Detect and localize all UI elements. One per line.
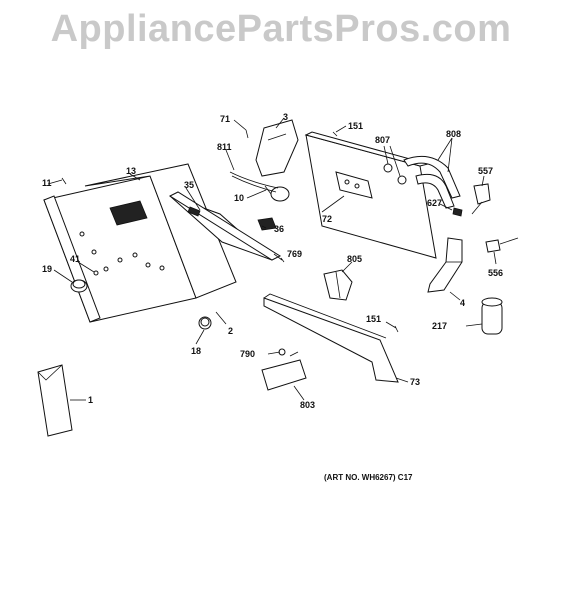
part-556-switch <box>485 237 519 253</box>
callout-769: 769 <box>287 249 302 259</box>
callout-18: 18 <box>191 346 201 356</box>
callout-151-b: 151 <box>366 314 381 324</box>
part-1-literature <box>37 364 73 437</box>
part-769-screw <box>280 257 285 263</box>
part-217-capacitor <box>481 297 503 335</box>
part-808-inlet-hoses <box>403 155 461 209</box>
callout-808: 808 <box>446 129 461 139</box>
part-3-bracket <box>255 119 299 177</box>
callout-73: 73 <box>410 377 420 387</box>
callout-35: 35 <box>184 180 194 190</box>
callout-1: 1 <box>88 395 93 405</box>
callout-13: 13 <box>126 166 136 176</box>
callout-72: 72 <box>322 214 332 224</box>
callout-627: 627 <box>427 198 442 208</box>
part-151-screw-b <box>394 325 399 333</box>
callout-790: 790 <box>240 349 255 359</box>
callout-556: 556 <box>488 268 503 278</box>
callout-11: 11 <box>42 178 52 188</box>
part-41 <box>93 270 99 276</box>
art-number: (ART NO. WH6267) C17 <box>324 473 413 482</box>
callout-2: 2 <box>228 326 233 336</box>
callout-41: 41 <box>70 254 80 264</box>
part-36-module <box>257 217 277 231</box>
leader-lines <box>47 117 497 401</box>
callout-19: 19 <box>42 264 52 274</box>
part-11-screw <box>61 177 67 185</box>
part-811-hose <box>229 171 279 189</box>
watermark: AppliancePartsPros.com <box>50 8 512 50</box>
callout-71: 71 <box>220 114 230 124</box>
callout-807: 807 <box>375 135 390 145</box>
part-557-valve <box>471 183 491 215</box>
part-627-fitting <box>452 207 463 217</box>
part-10-pressure-switch <box>264 185 290 202</box>
part-19-knob <box>70 279 88 293</box>
callout-811: 811 <box>217 142 232 152</box>
callout-10: 10 <box>234 193 244 203</box>
part-72-backsplash <box>304 131 437 259</box>
part-73-lower-panel <box>263 293 399 383</box>
part-18-knob <box>198 316 212 330</box>
callout-217: 217 <box>432 321 447 331</box>
part-803-module <box>261 351 307 391</box>
callout-4: 4 <box>460 298 465 308</box>
callout-151-a: 151 <box>348 121 363 131</box>
part-807-washers <box>383 163 407 185</box>
part-4-end-cap <box>427 237 463 293</box>
callout-805: 805 <box>347 254 362 264</box>
part-71-screw <box>245 129 249 139</box>
part-13-control-panel <box>43 163 237 323</box>
callout-labels: 71 3 811 151 807 808 557 11 13 35 10 36 … <box>42 112 503 410</box>
part-805-harness <box>323 269 353 301</box>
part-35-control-board <box>168 191 282 261</box>
callout-557: 557 <box>478 166 493 176</box>
callout-803: 803 <box>300 400 315 410</box>
callout-36: 36 <box>274 224 284 234</box>
callout-3: 3 <box>283 112 288 122</box>
part-151-screw-a <box>332 131 338 137</box>
